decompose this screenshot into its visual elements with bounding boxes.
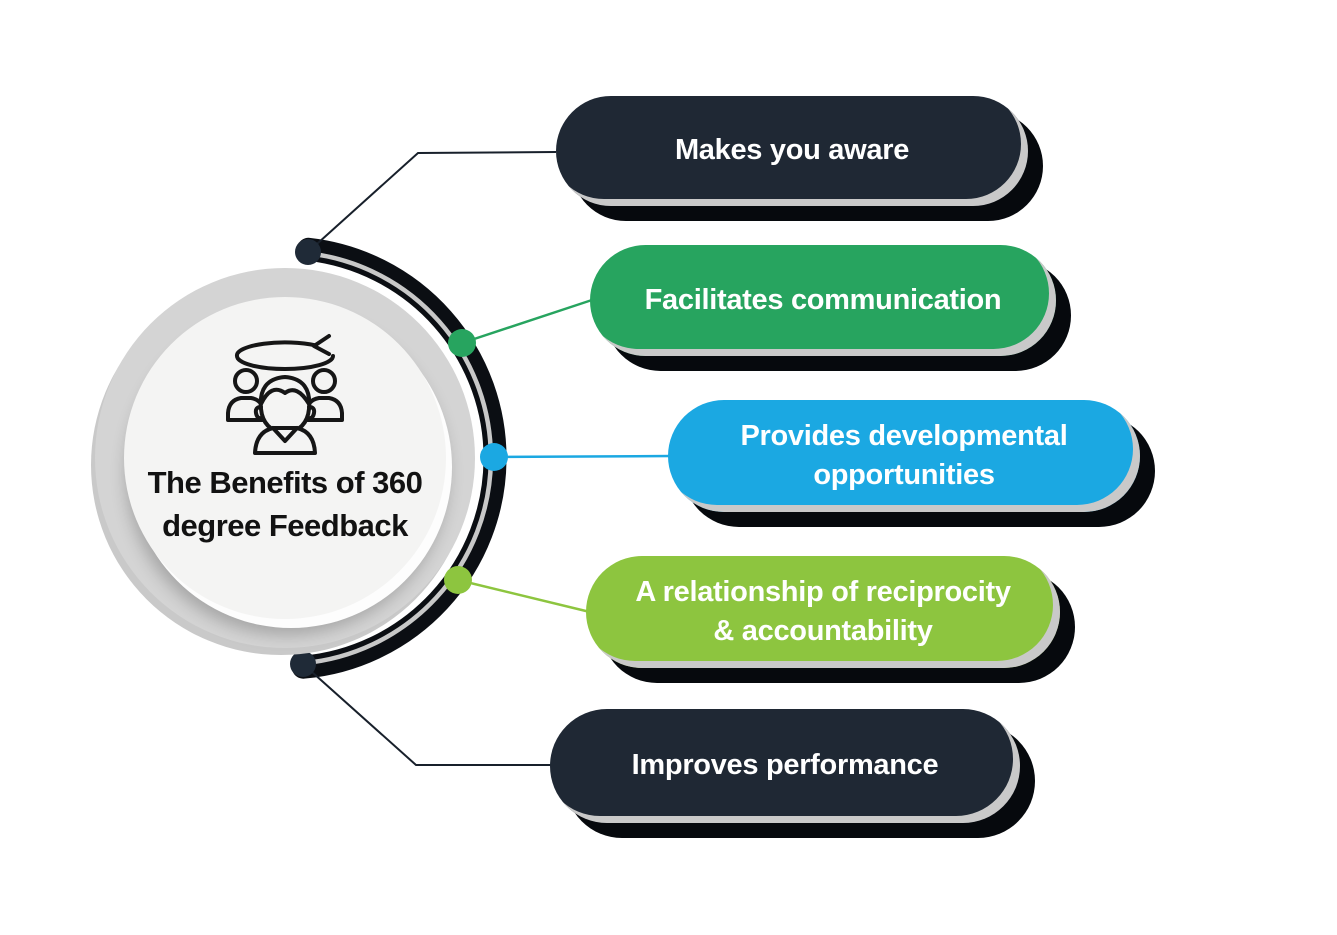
connector-line-provides-developmental xyxy=(493,454,673,459)
benefit-pill-makes-you-aware: Makes you aware xyxy=(556,96,1028,206)
center-person-collar xyxy=(271,426,299,443)
benefit-pill-improves-performance: Improves performance xyxy=(550,709,1020,823)
rotation-ellipse xyxy=(234,340,335,371)
connector-line-makes-you-aware xyxy=(307,151,557,253)
benefit-pill-provides-developmental: Provides developmental opportunities xyxy=(668,400,1140,512)
center-person-hair xyxy=(259,387,311,406)
benefit-label: Provides developmental opportunities xyxy=(740,419,1068,491)
center-title-line1: The Benefits of 360 xyxy=(147,465,423,500)
left-person-head xyxy=(233,368,259,394)
center-title: The Benefits of 360 degree Feedback xyxy=(148,461,423,548)
benefit-pill-facilitates-communication: Facilitates communication xyxy=(590,245,1056,356)
dot-facilitates-communication xyxy=(448,329,476,357)
dot-improves-performance xyxy=(290,651,316,677)
benefit-pill-relationship-reciprocity: A relationship of reciprocity & accounta… xyxy=(586,556,1060,668)
benefit-label: Facilitates communication xyxy=(644,283,1002,316)
connector-line-relationship-reciprocity xyxy=(457,578,591,614)
benefit-label: Improves performance xyxy=(631,749,939,782)
center-person-right-ear xyxy=(306,405,317,421)
connector-line-facilitates-communication xyxy=(461,298,593,345)
center-title-line2: degree Feedback xyxy=(162,508,408,544)
center-circle: The Benefits of 360 degree Feedback xyxy=(124,297,446,619)
benefit-label: Makes you aware xyxy=(674,134,910,167)
dot-provides-developmental xyxy=(480,443,508,471)
connector-line-improves-performance xyxy=(302,663,552,766)
right-person-head xyxy=(311,368,337,394)
center-person-left-ear xyxy=(253,405,264,421)
dot-relationship-reciprocity xyxy=(444,566,472,594)
center-person-head xyxy=(258,375,312,436)
benefit-label: A relationship of reciprocity & accounta… xyxy=(635,575,1011,647)
dot-makes-you-aware xyxy=(295,239,321,265)
rotation-arrowhead xyxy=(312,334,331,356)
people-360-rotation-icon xyxy=(215,329,355,459)
center-circle-ring: The Benefits of 360 degree Feedback xyxy=(95,268,475,648)
